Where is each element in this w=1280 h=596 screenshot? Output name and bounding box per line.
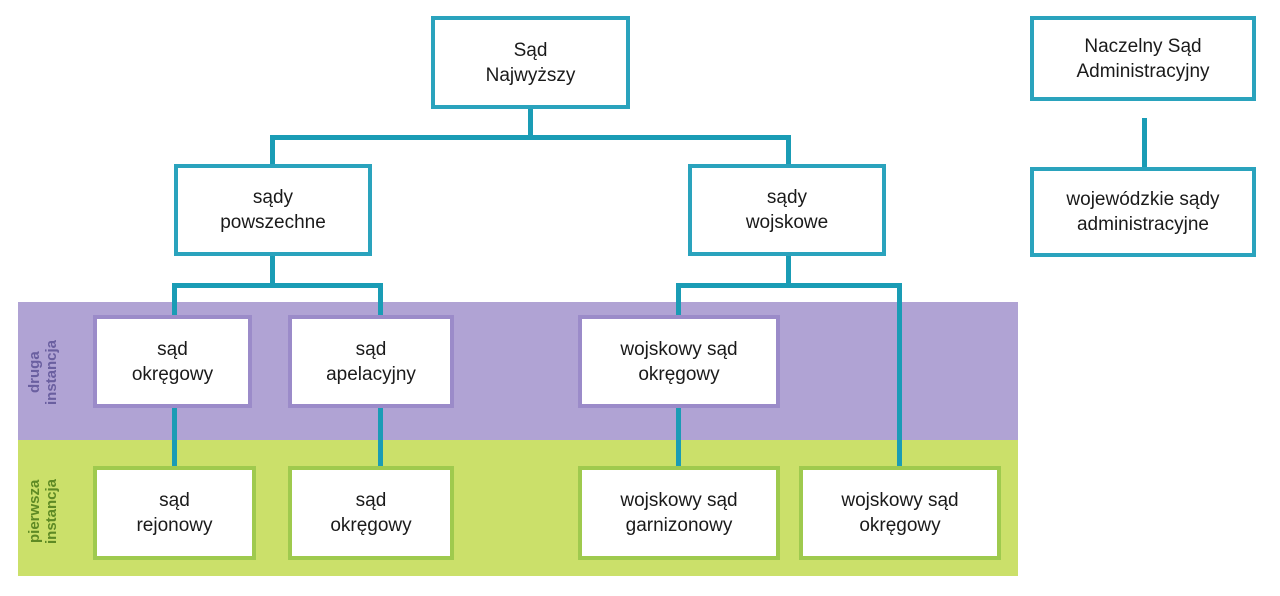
node-regional-court-first-instance[interactable]: sąd okręgowy [288, 466, 454, 560]
connector-to-military-regional-second [676, 283, 681, 317]
node-voivodeship-administrative-courts[interactable]: wojewódzkie sądy administracyjne [1030, 167, 1256, 257]
connector-military-regional-to-garrison [676, 406, 681, 466]
connector-to-regional-court-second [172, 283, 177, 317]
node-common-courts[interactable]: sądy powszechne [174, 164, 372, 256]
node-supreme-court[interactable]: Sąd Najwyższy [431, 16, 630, 109]
connector-common-drop [270, 254, 275, 286]
connector-supreme-bus [270, 135, 791, 140]
connector-military-drop [786, 254, 791, 286]
node-military-garrison-court[interactable]: wojskowy sąd garnizonowy [578, 466, 780, 560]
connector-to-common-courts [270, 135, 275, 166]
node-appellate-court[interactable]: sąd apelacyjny [288, 315, 454, 408]
node-regional-court-second-instance[interactable]: sąd okręgowy [93, 315, 252, 408]
connector-appellate-to-regional [378, 406, 383, 466]
node-military-regional-court-second-instance[interactable]: wojskowy sąd okręgowy [578, 315, 780, 408]
connector-military-bus [676, 283, 901, 288]
node-supreme-administrative-court[interactable]: Naczelny Sąd Administracyjny [1030, 16, 1256, 101]
connector-regional-to-district [172, 406, 177, 466]
connector-supreme-drop [528, 108, 533, 140]
node-district-court[interactable]: sąd rejonowy [93, 466, 256, 560]
connector-common-bus [172, 283, 383, 288]
band-label-first-instance: pierwsza instancja [26, 478, 60, 544]
connector-admin-branch [1142, 118, 1147, 168]
node-military-regional-court-first-instance[interactable]: wojskowy sąd okręgowy [799, 466, 1001, 560]
band-label-second-instance: druga instancja [26, 339, 60, 405]
node-military-courts[interactable]: sądy wojskowe [688, 164, 886, 256]
connector-to-military-courts [786, 135, 791, 166]
connector-to-appellate-court [378, 283, 383, 317]
connector-to-military-regional-first [897, 283, 902, 466]
